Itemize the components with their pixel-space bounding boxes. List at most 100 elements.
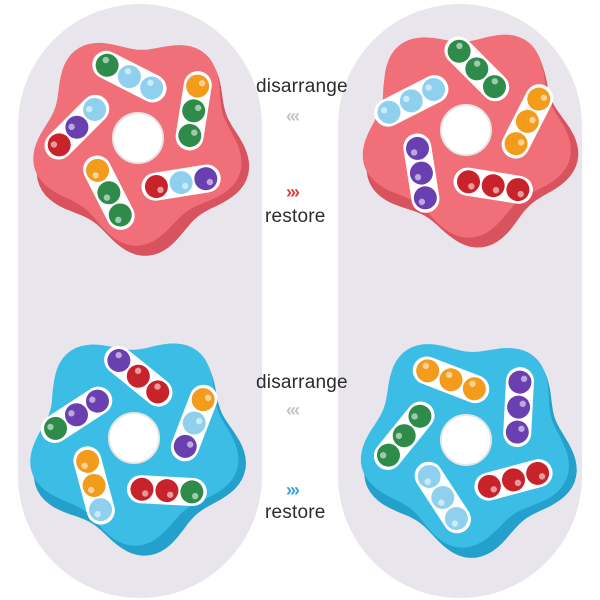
bead-highlight bbox=[540, 94, 548, 102]
bead-highlight bbox=[395, 432, 403, 440]
bead-highlight bbox=[514, 479, 522, 487]
bead-highlight bbox=[47, 423, 54, 431]
bead-highlight bbox=[68, 123, 75, 131]
bead-highlight bbox=[157, 186, 164, 194]
bead-highlight bbox=[517, 190, 524, 198]
bead-highlight bbox=[206, 178, 214, 186]
bead-highlight bbox=[410, 149, 418, 156]
top-restore-label: restore bbox=[265, 206, 326, 227]
bead bbox=[377, 100, 401, 124]
bead bbox=[173, 434, 197, 458]
bead bbox=[86, 158, 110, 182]
bead bbox=[44, 416, 68, 440]
bead-highlight bbox=[418, 198, 426, 206]
bead-highlight bbox=[198, 80, 206, 87]
bead bbox=[527, 87, 551, 111]
bead-highlight bbox=[115, 216, 122, 224]
bead-slot bbox=[501, 84, 554, 159]
center-button bbox=[112, 112, 164, 164]
bead bbox=[399, 89, 423, 113]
bead-highlight bbox=[519, 400, 526, 408]
bead-slot bbox=[412, 356, 490, 404]
bead bbox=[85, 389, 109, 413]
bead bbox=[108, 203, 132, 227]
center-button bbox=[108, 412, 160, 464]
bead bbox=[146, 380, 170, 404]
bead bbox=[417, 465, 441, 489]
bead-highlight bbox=[181, 182, 189, 190]
bead bbox=[83, 98, 107, 122]
bead-highlight bbox=[425, 84, 432, 91]
bead-highlight bbox=[68, 410, 75, 417]
bottom-restore-label: restore bbox=[265, 502, 326, 523]
bead bbox=[447, 39, 471, 63]
bead-highlight bbox=[204, 394, 212, 402]
bead-slot bbox=[453, 167, 533, 204]
bead-slot bbox=[83, 155, 135, 230]
bottom-disarrange-label: disarrange bbox=[256, 372, 348, 393]
bead-highlight bbox=[468, 183, 475, 190]
bead bbox=[191, 388, 215, 412]
pink-spinner-restored bbox=[362, 34, 579, 248]
bead bbox=[482, 75, 506, 99]
bead-highlight bbox=[92, 172, 99, 179]
bead-slot bbox=[503, 367, 534, 448]
bead-highlight bbox=[102, 56, 110, 64]
bead bbox=[515, 109, 539, 133]
bead bbox=[95, 53, 119, 77]
top-left-arrow-icon: ‹‹‹ bbox=[286, 106, 300, 126]
bead-slot bbox=[170, 384, 218, 462]
bead bbox=[140, 76, 164, 100]
bead bbox=[65, 115, 89, 139]
bead bbox=[97, 181, 121, 205]
bead-highlight bbox=[379, 452, 387, 459]
bead-highlight bbox=[191, 492, 199, 500]
bead-highlight bbox=[491, 78, 499, 85]
bead-highlight bbox=[103, 194, 111, 201]
bead bbox=[465, 57, 489, 81]
bead bbox=[107, 348, 131, 372]
bead bbox=[65, 403, 88, 427]
bead-slot bbox=[414, 461, 471, 534]
bead-highlight bbox=[194, 104, 202, 112]
bead bbox=[117, 65, 141, 89]
bead-slot bbox=[126, 475, 207, 506]
bead-highlight bbox=[86, 105, 93, 113]
top-disarrange-label: disarrange bbox=[256, 76, 348, 97]
bead-highlight bbox=[81, 462, 88, 469]
bead-highlight bbox=[451, 520, 459, 527]
bottom-left-arrow-icon: ‹‹‹ bbox=[286, 400, 300, 420]
bead-slot bbox=[141, 164, 221, 201]
bead bbox=[408, 404, 432, 428]
bead-highlight bbox=[187, 441, 194, 448]
bead bbox=[439, 368, 463, 392]
bead bbox=[504, 132, 528, 156]
bead-slot bbox=[374, 75, 449, 127]
bead-slot bbox=[403, 133, 440, 213]
blue-spinner-restored bbox=[360, 344, 577, 558]
bead bbox=[182, 411, 206, 435]
bead-highlight bbox=[191, 129, 198, 136]
bead-highlight bbox=[142, 490, 149, 497]
bead bbox=[47, 133, 71, 157]
bead-highlight bbox=[456, 42, 463, 50]
bead bbox=[416, 359, 440, 383]
bead bbox=[126, 364, 150, 388]
bead-highlight bbox=[518, 139, 525, 146]
bead-highlight bbox=[414, 173, 422, 181]
bead-slot bbox=[175, 71, 212, 151]
bead-slot bbox=[474, 459, 553, 501]
bead-highlight bbox=[166, 491, 174, 498]
bead-slot bbox=[444, 36, 510, 102]
bead bbox=[376, 443, 400, 467]
bead bbox=[392, 424, 416, 448]
bead-slot bbox=[44, 94, 110, 160]
bead-slot bbox=[92, 50, 167, 103]
bead-highlight bbox=[424, 478, 431, 485]
bottom-right-arrow-icon: ››› bbox=[286, 480, 300, 500]
top-right-arrow-icon: ››› bbox=[286, 182, 300, 202]
bead-highlight bbox=[87, 486, 95, 494]
bead-highlight bbox=[124, 68, 132, 75]
